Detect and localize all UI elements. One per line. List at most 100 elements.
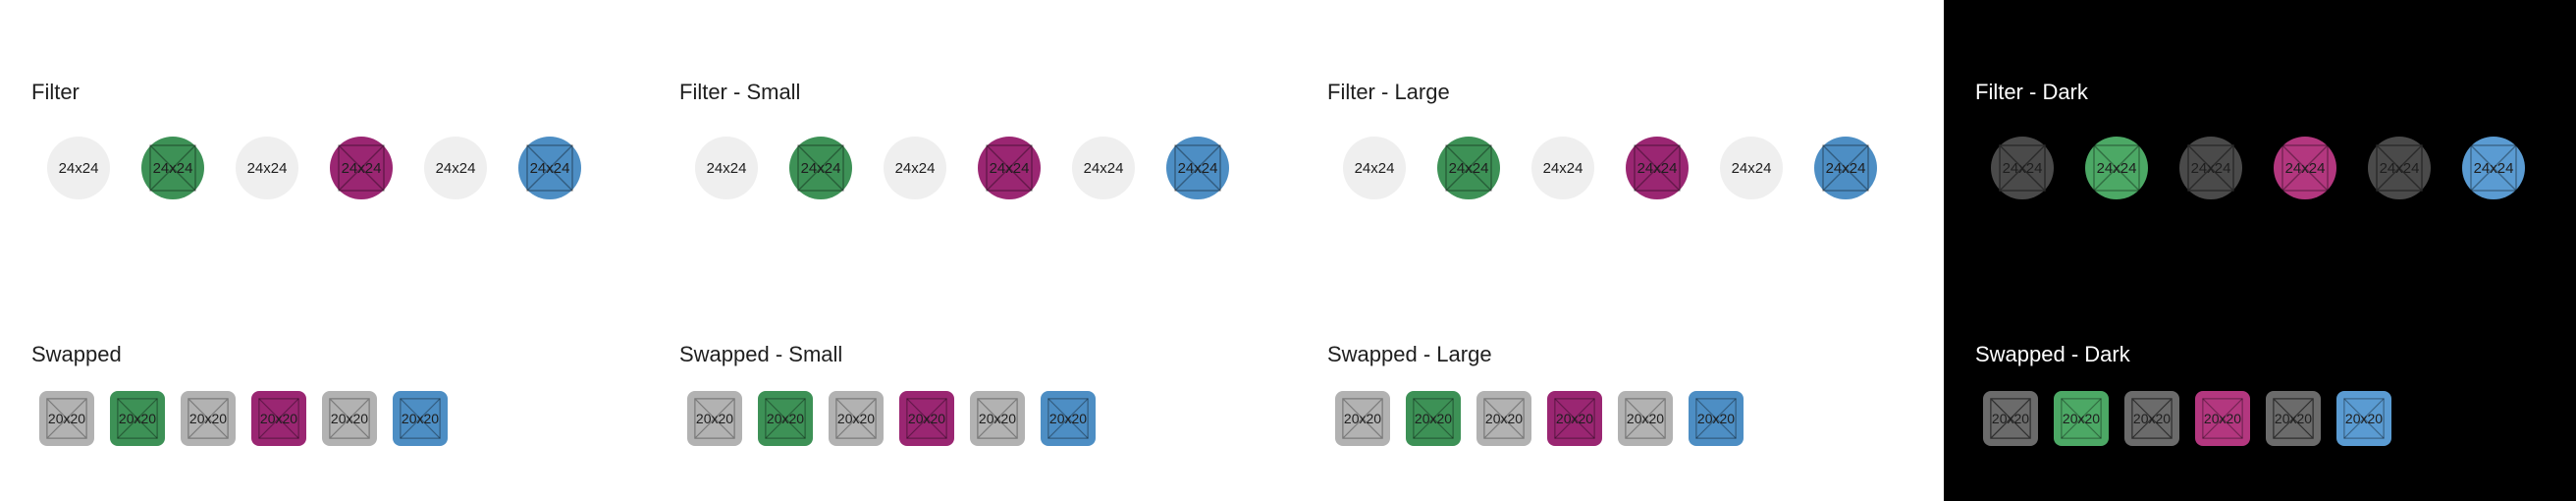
size-label: 20x20 [188,411,228,426]
filter-button-blue[interactable]: 24x24 [2462,137,2525,199]
size-label: 24x24 [1177,159,1218,177]
filter-button-magenta[interactable]: 24x24 [1626,137,1689,199]
swapped-button-green[interactable]: 20x20 [1406,391,1461,446]
image-placeholder-icon [526,144,573,192]
size-label: 20x20 [836,411,876,426]
image-placeholder-icon [1047,398,1089,439]
filter-button-neutral[interactable]: 24x24 [424,137,487,199]
filter-button-blue[interactable]: 24x24 [1166,137,1229,199]
image-placeholder-icon [1174,144,1221,192]
section-title-swapped: Swapped [31,342,122,366]
image-placeholder-icon [1695,398,1737,439]
filter-button-neutral[interactable]: 24x24 [2179,137,2242,199]
filter-button-green[interactable]: 24x24 [1437,137,1500,199]
swapped-button-green[interactable]: 20x20 [2054,391,2109,446]
filter-button-neutral[interactable]: 24x24 [1720,137,1783,199]
filter-button-neutral[interactable]: 24x24 [884,137,946,199]
swapped-button-magenta[interactable]: 20x20 [899,391,954,446]
size-label: 24x24 [1354,159,1395,177]
image-placeholder-icon [2376,144,2423,192]
image-placeholder-icon [765,398,806,439]
swapped-button-neutral[interactable]: 20x20 [2124,391,2179,446]
swapped-button-blue[interactable]: 20x20 [1041,391,1096,446]
size-label: 24x24 [2284,159,2326,177]
size-label: 20x20 [1991,411,2030,426]
swapped-button-neutral[interactable]: 20x20 [970,391,1025,446]
swapped-button-blue[interactable]: 20x20 [1689,391,1744,446]
filter-button-green[interactable]: 24x24 [141,137,204,199]
size-label: 20x20 [2274,411,2313,426]
image-placeholder-icon [977,398,1018,439]
filter-button-neutral[interactable]: 24x24 [1343,137,1406,199]
swapped-button-neutral[interactable]: 20x20 [687,391,742,446]
swapped-button-neutral[interactable]: 20x20 [1983,391,2038,446]
size-label: 20x20 [1048,411,1088,426]
image-placeholder-icon [117,398,158,439]
swapped-button-neutral[interactable]: 20x20 [1476,391,1531,446]
section-title-swapped-large: Swapped - Large [1327,342,1492,366]
image-placeholder-icon [2343,398,2385,439]
filter-button-magenta[interactable]: 24x24 [330,137,393,199]
image-placeholder-icon [2187,144,2234,192]
filter-button-blue[interactable]: 24x24 [518,137,581,199]
filter-button-neutral[interactable]: 24x24 [1072,137,1135,199]
filter-button-neutral[interactable]: 24x24 [2368,137,2431,199]
swapped-button-neutral[interactable]: 20x20 [39,391,94,446]
filter-button-green[interactable]: 24x24 [789,137,852,199]
size-label: 20x20 [766,411,805,426]
section-title-swapped-dark: Swapped - Dark [1975,342,2130,366]
image-placeholder-icon [1634,144,1681,192]
swapped-button-magenta[interactable]: 20x20 [251,391,306,446]
swapped-button-blue[interactable]: 20x20 [393,391,448,446]
filter-button-neutral[interactable]: 24x24 [695,137,758,199]
swapped-button-neutral[interactable]: 20x20 [1335,391,1390,446]
size-label: 24x24 [800,159,841,177]
swapped-button-neutral[interactable]: 20x20 [181,391,236,446]
size-label: 24x24 [246,159,288,177]
swapped-button-magenta[interactable]: 20x20 [2195,391,2250,446]
swapped-button-green[interactable]: 20x20 [110,391,165,446]
image-placeholder-icon [46,398,87,439]
section-title-swapped-small: Swapped - Small [679,342,843,366]
image-placeholder-icon [2273,398,2314,439]
image-placeholder-icon [1342,398,1383,439]
image-placeholder-icon [797,144,844,192]
swapped-button-neutral[interactable]: 20x20 [829,391,884,446]
filter-button-neutral[interactable]: 24x24 [1991,137,2054,199]
size-label: 20x20 [695,411,734,426]
image-placeholder-icon [694,398,735,439]
filter-button-magenta[interactable]: 24x24 [978,137,1041,199]
swapped-button-neutral[interactable]: 20x20 [1618,391,1673,446]
image-placeholder-icon [2093,144,2140,192]
image-placeholder-icon [2202,398,2243,439]
image-placeholder-icon [1999,144,2046,192]
filter-button-blue[interactable]: 24x24 [1814,137,1877,199]
filter-button-neutral[interactable]: 24x24 [47,137,110,199]
size-label: 20x20 [2062,411,2101,426]
size-label: 20x20 [978,411,1017,426]
size-label: 20x20 [1414,411,1453,426]
filter-button-magenta[interactable]: 24x24 [2274,137,2336,199]
image-placeholder-icon [149,144,196,192]
section-title-filter-small: Filter - Small [679,80,801,104]
swapped-button-magenta[interactable]: 20x20 [1547,391,1602,446]
swapped-dark-button-row: 20x20 20x20 20x20 20x20 20x20 20x20 [1983,391,2391,446]
filter-button-row: 24x24 24x24 24x24 24x24 24x24 24x24 [47,137,581,199]
size-label: 24x24 [1637,159,1678,177]
image-placeholder-icon [1822,144,1869,192]
swapped-large-button-row: 20x20 20x20 20x20 20x20 20x20 20x20 [1335,391,1744,446]
filter-button-neutral[interactable]: 24x24 [236,137,298,199]
swapped-button-blue[interactable]: 20x20 [2336,391,2391,446]
swapped-button-green[interactable]: 20x20 [758,391,813,446]
image-placeholder-icon [1554,398,1595,439]
size-label: 24x24 [1542,159,1583,177]
image-placeholder-icon [1625,398,1666,439]
size-label: 24x24 [1083,159,1124,177]
image-placeholder-icon [2061,398,2102,439]
swapped-button-neutral[interactable]: 20x20 [322,391,377,446]
filter-button-green[interactable]: 24x24 [2085,137,2148,199]
size-label: 20x20 [330,411,369,426]
swapped-button-neutral[interactable]: 20x20 [2266,391,2321,446]
filter-button-neutral[interactable]: 24x24 [1531,137,1594,199]
size-label: 24x24 [894,159,936,177]
